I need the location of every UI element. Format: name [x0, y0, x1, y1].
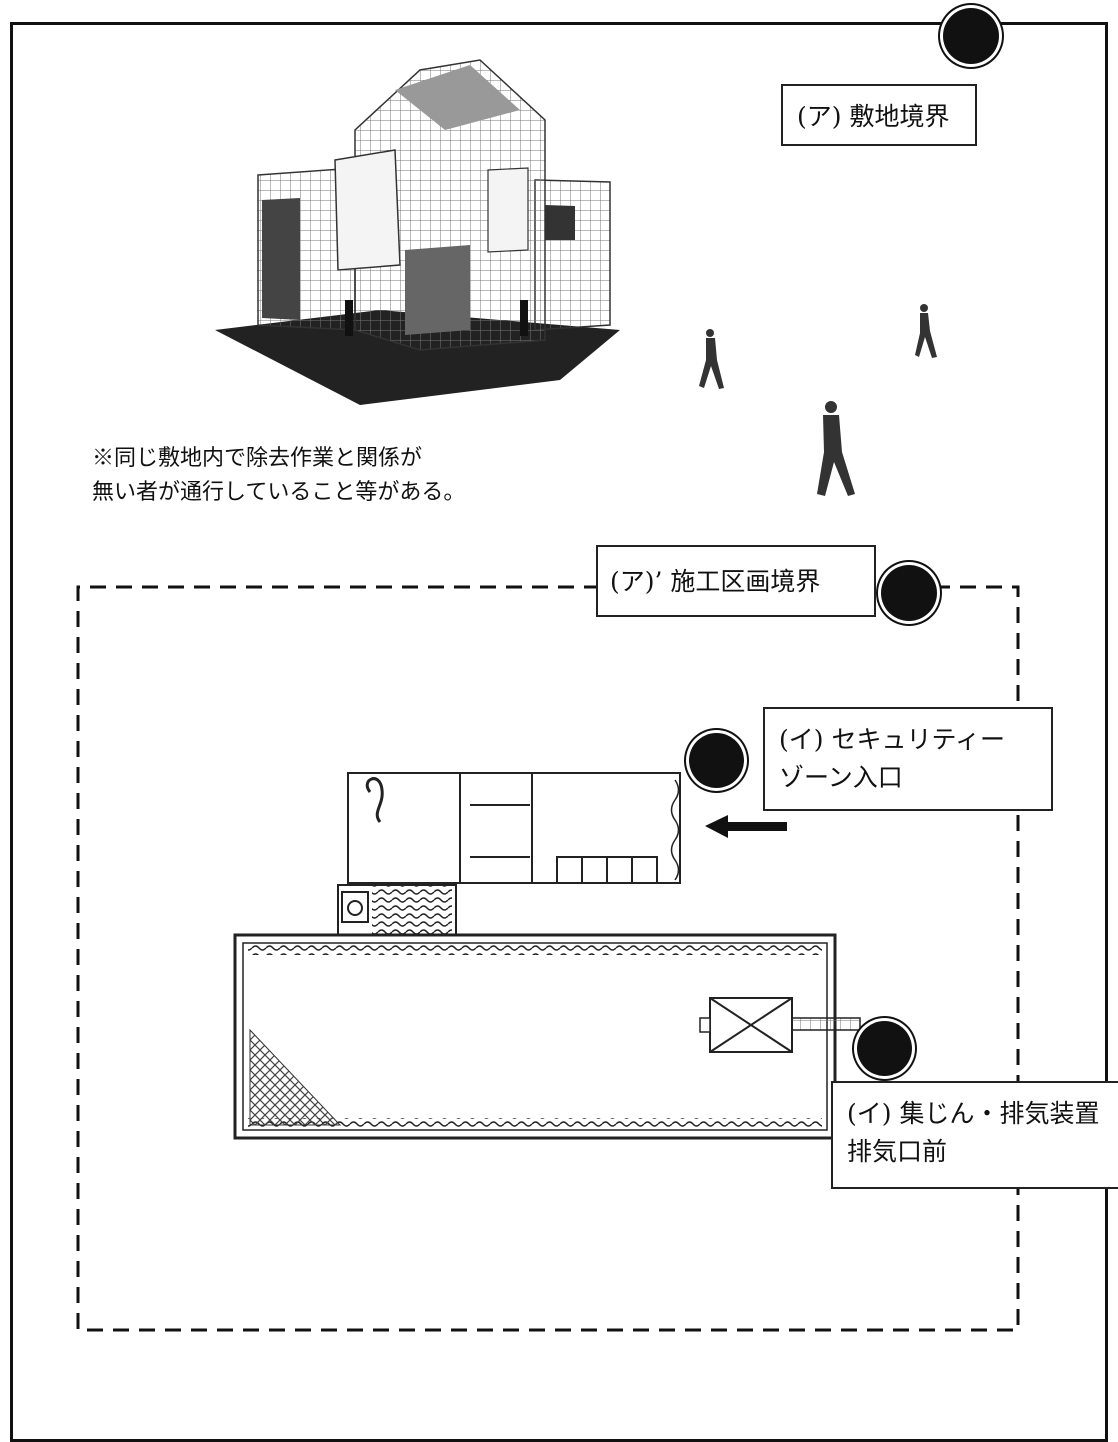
passerby-note-line1: ※同じ敷地内で除去作業と関係が	[92, 446, 423, 471]
exhaust-text-line2: 排気口前	[847, 1136, 948, 1166]
pedestrian-icons	[699, 304, 937, 496]
site-boundary-label: (ア) 敷地境界	[781, 84, 977, 146]
work-area-enclosure	[233, 933, 861, 1140]
measurement-point-site-boundary	[943, 8, 999, 64]
security-zone-text-line1: (イ) セキュリティー	[779, 725, 1005, 754]
exhaust-text-line1: (イ) 集じん・排気装置	[847, 1099, 1100, 1128]
site-boundary-text: (ア) 敷地境界	[797, 102, 950, 131]
measurement-point-construction-boundary	[881, 565, 937, 621]
measurement-point-security-zone	[689, 733, 744, 788]
construction-boundary-label: (ア)’ 施工区画境界	[596, 545, 876, 617]
passerby-note: ※同じ敷地内で除去作業と関係が 無い者が通行していること等がある。	[92, 442, 465, 510]
security-zone-text-line2: ゾーン入口	[779, 762, 903, 792]
passerby-note-line2: 無い者が通行していること等がある。	[92, 480, 466, 506]
building-illustration	[215, 59, 620, 405]
construction-boundary-text: (ア)’ 施工区画境界	[610, 567, 821, 596]
entry-arrow-icon	[705, 815, 787, 838]
measurement-point-exhaust	[857, 1021, 912, 1076]
exhaust-label: (イ) 集じん・排気装置 排気口前	[831, 1081, 1118, 1189]
security-zone-label: (イ) セキュリティー ゾーン入口	[763, 707, 1053, 811]
security-zone-unit	[337, 772, 681, 938]
